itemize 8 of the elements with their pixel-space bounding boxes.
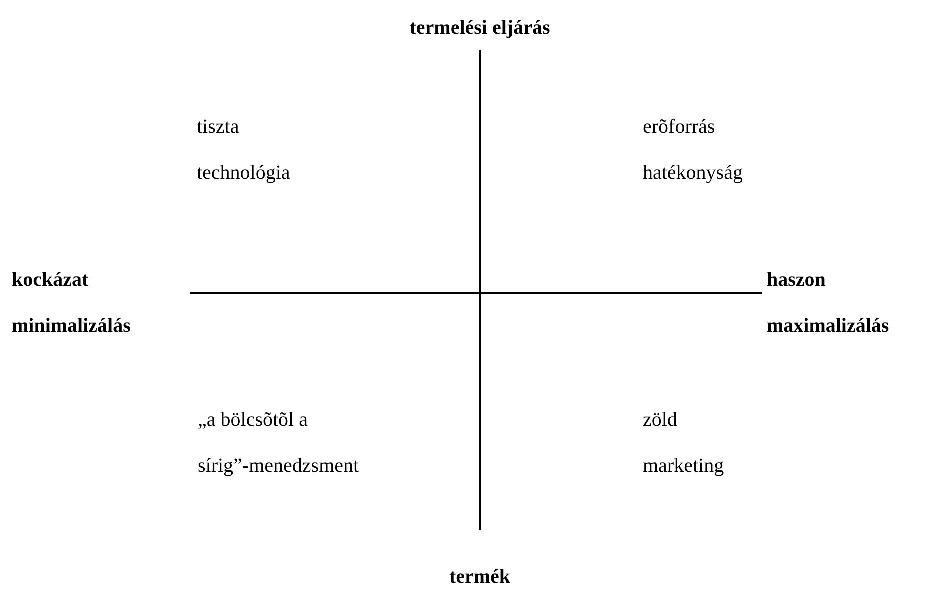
quadrant-label: „a bölcsõtõl a sírig”-menedzsment [198, 408, 360, 479]
quadrant-label: tiszta technológia [197, 115, 292, 186]
quadrant-label: zöld marketing [643, 408, 726, 479]
axis-label: termék [448, 565, 512, 590]
axis-label: haszon maximalizálás [767, 268, 890, 339]
axis-label: termelési eljárás [408, 16, 552, 41]
axis-label: kockázat minimalizálás [12, 268, 132, 339]
quadrant-label: erõforrás hatékonyság [643, 115, 744, 186]
